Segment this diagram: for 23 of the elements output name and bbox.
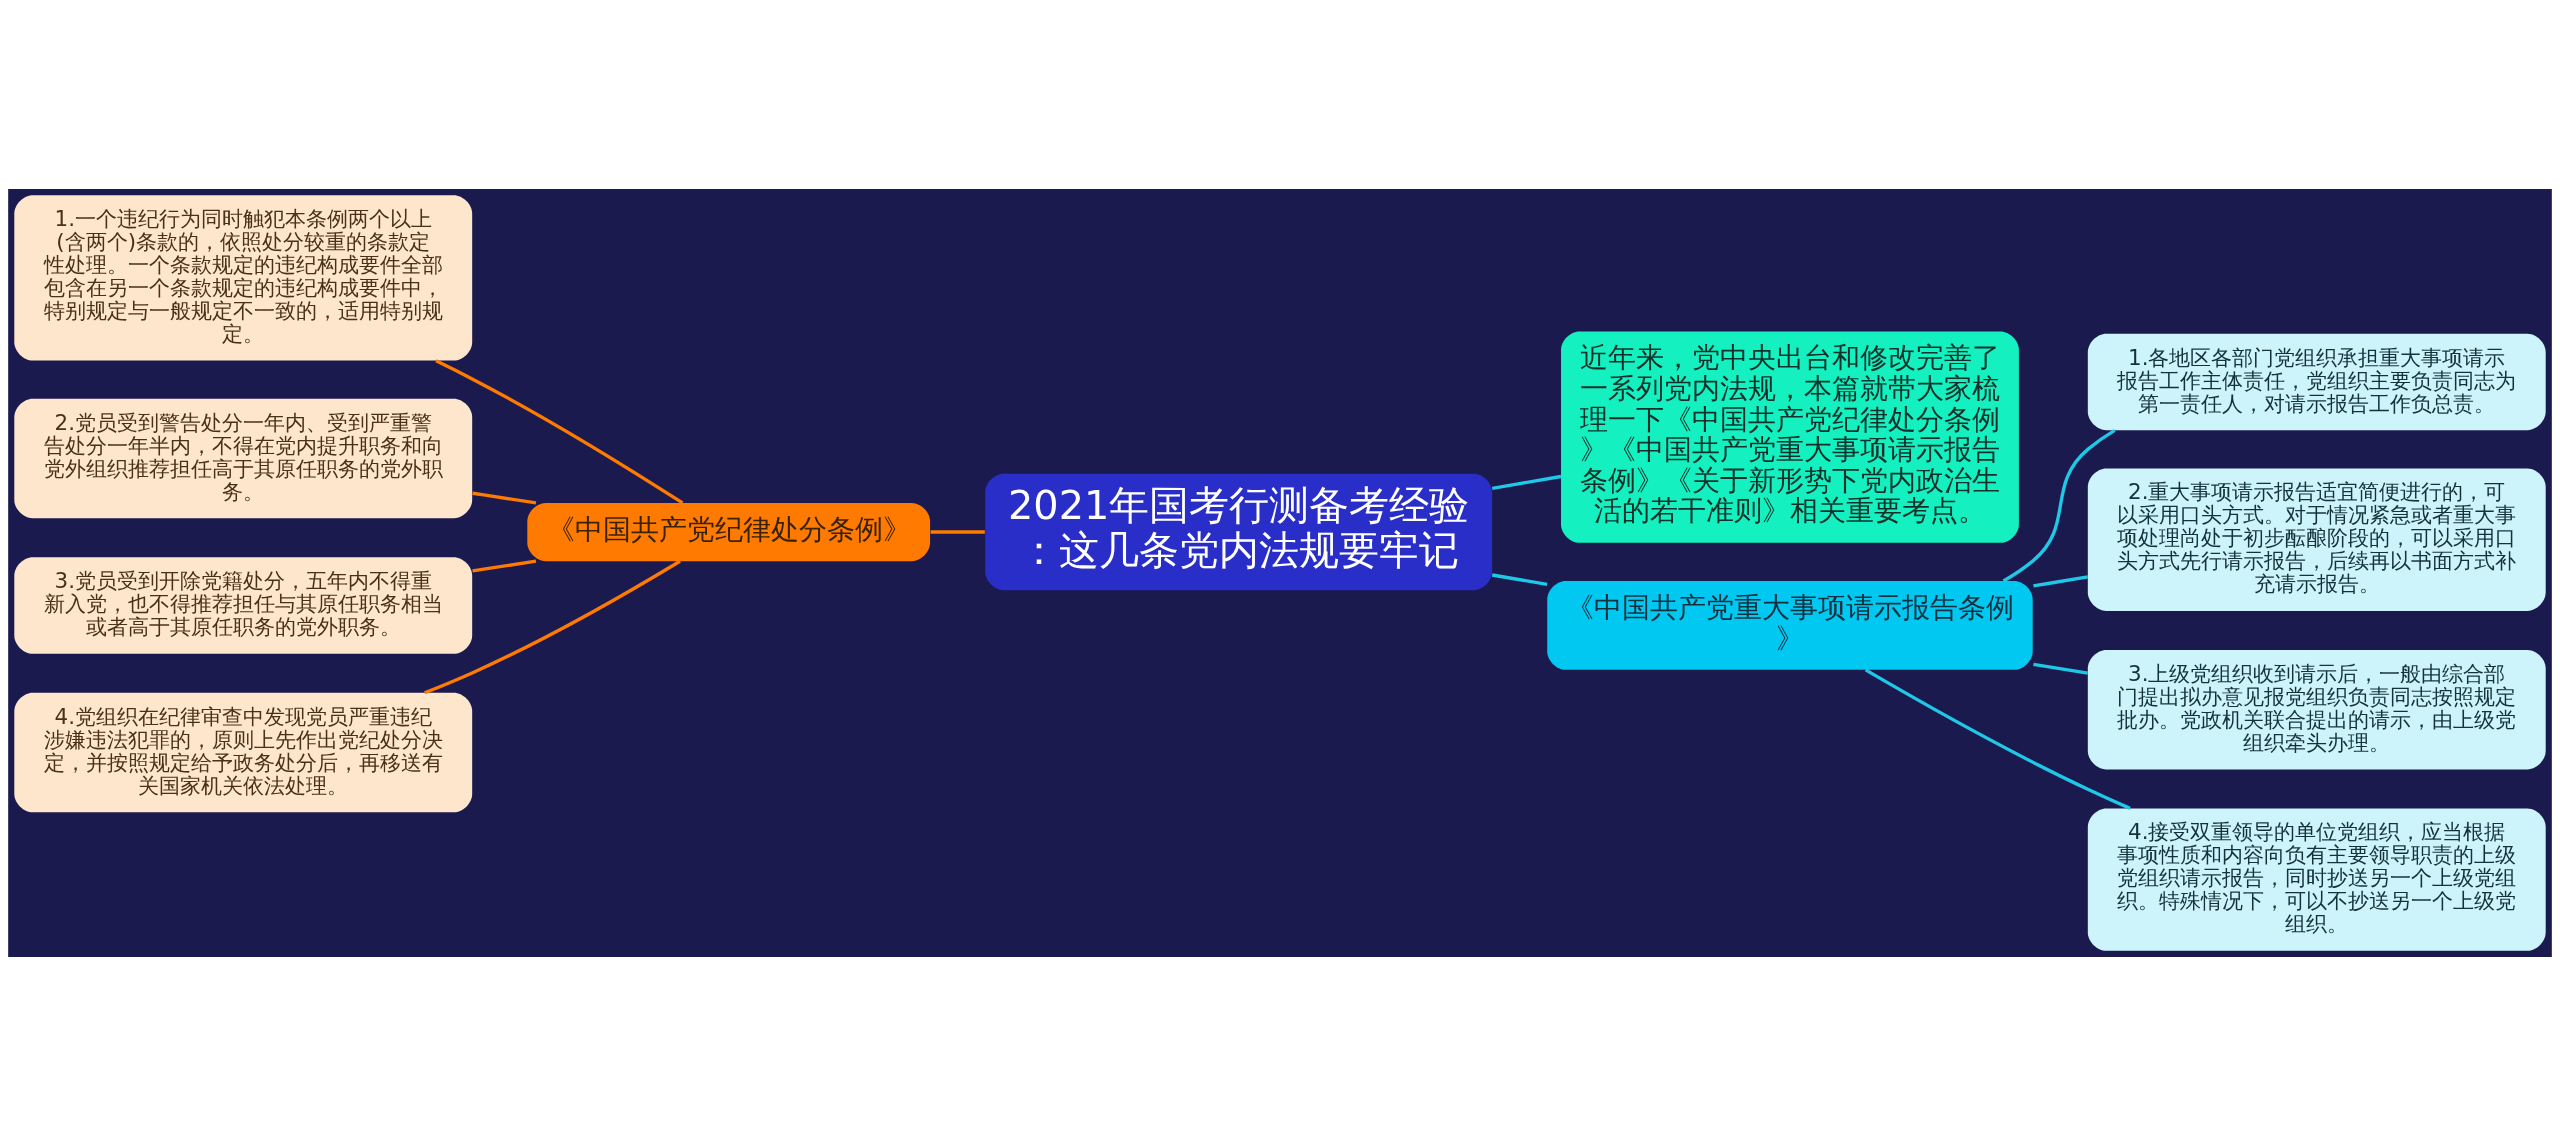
connector	[472, 491, 537, 505]
node-box: 4.接受双重领导的单位党组织，应当根据事项性质和内容向负有主要领导职责的上级党组织请示报告，同时抄送另一个上级党组织。特殊情况下，可以不抄送另一个上级党组织。	[2087, 808, 2546, 951]
node-box: 2021年国考行测备考经验：这几条党内法规要牢记	[985, 473, 1493, 591]
node-box: 《中国共产党纪律处分条例》	[527, 502, 931, 562]
connector	[1491, 573, 1548, 586]
connector	[930, 530, 985, 534]
node-box: 2.党员受到警告处分一年内、受到严重警告处分一年半内，不得在党内提升职务和向党外组织推荐担任高于其原任职务的党外职务。	[14, 398, 473, 519]
connector	[2033, 662, 2088, 675]
node-box: 3.党员受到开除党籍处分，五年内不得重新入党，也不得推荐担任与其原任职务相当或者高于其原任职务的党外职务。	[14, 557, 473, 654]
node-box: 3.上级党组织收到请示后，一般由综合部门提出拟办意见报党组织负责同志按照规定批办。党政机关联合提出的请示，由上级党组织牵头办理。	[2087, 649, 2546, 770]
connector	[1491, 474, 1562, 491]
connector	[435, 359, 684, 505]
connector	[472, 559, 537, 573]
connector	[424, 559, 681, 695]
node-box: 4.党组织在纪律审查中发现党员严重违纪涉嫌违法犯罪的，原则上先作出党纪处分决定，并按照规定给予政务处分后，再移送有关国家机关依法处理。	[14, 692, 473, 813]
node-box: 1.各地区各部门党组织承担重大事项请示报告工作主体责任，党组织主要负责同志为第一责任人，对请示报告工作负总责。	[2087, 333, 2546, 431]
connector	[1864, 668, 2131, 810]
connector	[2033, 575, 2088, 588]
node-box: 近年来，党中央出台和修改完善了一系列党内法规，本篇就带大家梳理一下《中国共产党纪律处分条例》《中国共产党重大事项请示报告条例》《关于新形势下党内政治生活的若干准则》相关重要考点。	[1561, 331, 2019, 543]
node-box: 2.重大事项请示报告适宜简便进行的，可以采用口头方式。对于情况紧急或者重大事项处理尚处于初步酝酿阶段的，可以采用口头方式先行请示报告，后续再以书面方式补充请示报告。	[2087, 468, 2546, 611]
node-box: 1.一个违纪行为同时触犯本条例两个以上(含两个)条款的，依照处分较重的条款定性处理。一个条款规定的违纪构成要件全部包含在另一个条款规定的违纪构成要件中，特别规定与一般规定不一致的，适用特别规定。	[14, 195, 473, 361]
node-box: 《中国共产党重大事项请示报告条例》	[1547, 581, 2033, 670]
connector	[2002, 428, 2116, 583]
